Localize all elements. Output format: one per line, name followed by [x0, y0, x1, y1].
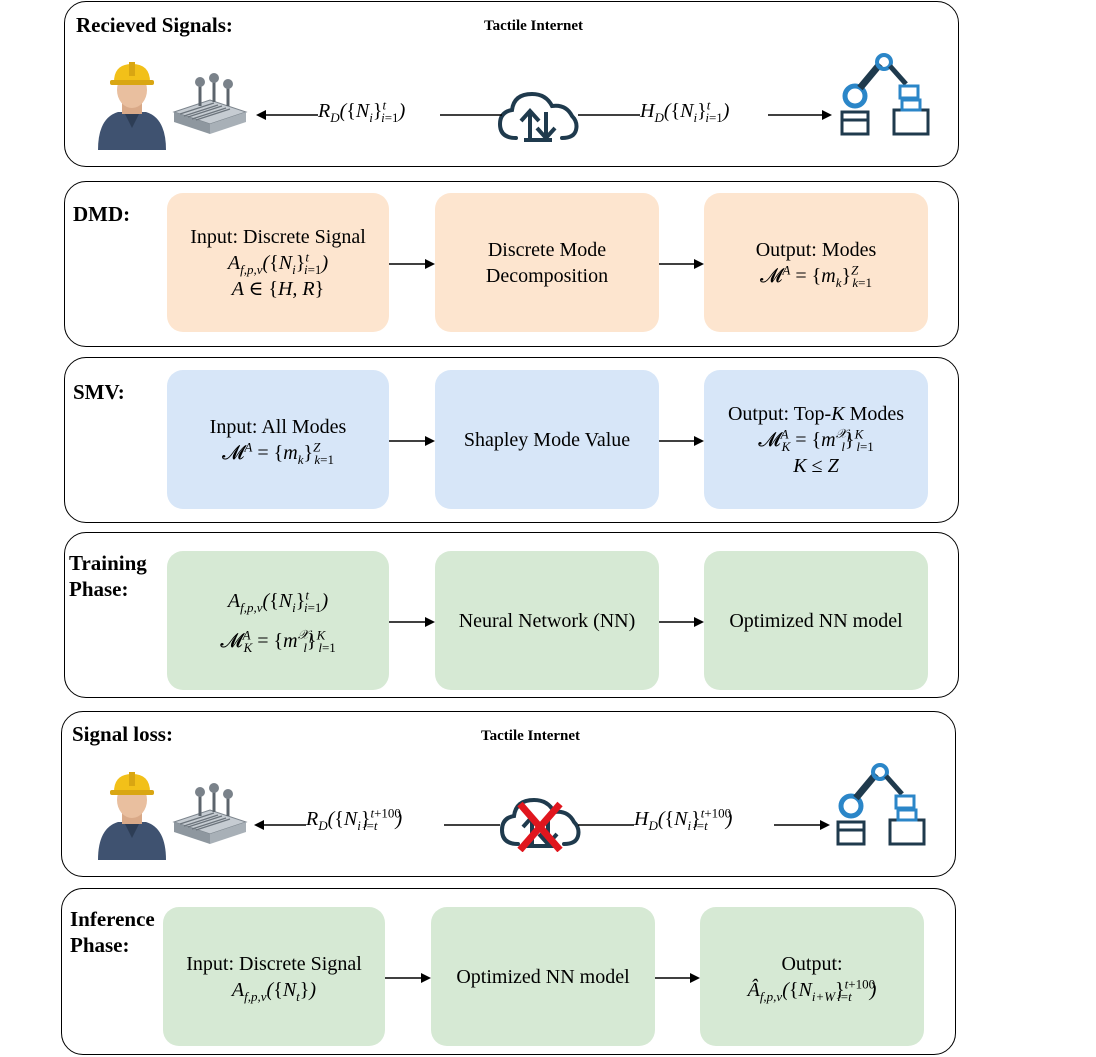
robot-arm-icon	[840, 53, 930, 136]
panel-title: Inference	[70, 907, 155, 931]
set-formula: A ∈ {H, R}	[231, 277, 325, 300]
box-label: Input: All Modes	[209, 415, 347, 438]
modes-formula: 𝓜A = {mk}Zk=1	[760, 261, 872, 290]
box-label: Output: Modes	[755, 238, 877, 261]
operator-icon	[98, 62, 166, 150]
connector-line	[578, 824, 634, 826]
box-label: Input: Discrete Signal	[186, 952, 362, 975]
rd-signal-label: RD({Ni}t+100i=t)	[306, 805, 403, 833]
panel-title: Training	[69, 551, 147, 575]
dmd-output-box: Output: Modes 𝓜A = {mk}Zk=1	[704, 193, 928, 332]
connector-line	[578, 114, 640, 116]
box-label: Decomposition	[485, 264, 609, 287]
cloud-sync-crossed-icon	[499, 797, 581, 852]
flow-arrow	[389, 617, 435, 627]
panel-title: Phase:	[70, 933, 130, 957]
flow-arrow	[659, 259, 704, 269]
rd-signal-label: RD({Ni}ti=1)	[318, 97, 406, 125]
box-label: Output: Top-K Modes	[727, 402, 905, 425]
smv-output-box: Output: Top-K Modes 𝓜AK = {m𝒳ll}Kl=1 K ≤…	[704, 370, 928, 509]
topk-formula: 𝓜AK = {m𝒳ll}Kl=1	[758, 425, 874, 454]
modes-formula: 𝓜A = {mk}Zk=1	[222, 438, 334, 467]
haptic-controller-icon	[172, 73, 248, 134]
hd-signal-label: HD({Ni}ti=1)	[640, 97, 730, 125]
flow-arrow	[659, 436, 704, 446]
panel-title: Recieved Signals:	[76, 13, 233, 37]
signal-arrow-right	[774, 820, 830, 830]
operator-icon	[98, 772, 166, 860]
flow-arrow	[389, 436, 435, 446]
dmd-input-box: Input: Discrete Signal Af,p,v({Ni}ti=1) …	[167, 193, 389, 332]
flow-arrow	[389, 259, 435, 269]
dmd-process-box: Discrete Mode Decomposition	[435, 193, 659, 332]
smv-input-box: Input: All Modes 𝓜A = {mk}Zk=1	[167, 370, 389, 509]
box-label: Optimized NN model	[729, 609, 903, 632]
cloud-sync-icon	[497, 91, 579, 142]
box-label: Neural Network (NN)	[458, 609, 636, 632]
constraint-formula: K ≤ Z	[793, 454, 839, 477]
robot-arm-icon	[836, 763, 926, 846]
smv-process-box: Shapley Mode Value	[435, 370, 659, 509]
flow-arrow	[655, 973, 700, 983]
signal-formula: Af,p,v({Nt})	[231, 978, 317, 1004]
signal-arrow-right	[768, 110, 832, 120]
topk-formula: 𝓜AK = {m𝒳ll}Kl=1	[220, 626, 336, 655]
panel-title: SMV:	[73, 380, 125, 404]
training-input-box: Af,p,v({Ni}ti=1) 𝓜AK = {m𝒳ll}Kl=1	[167, 551, 389, 690]
signal-arrow-left	[256, 110, 318, 120]
training-nn-box: Neural Network (NN)	[435, 551, 659, 690]
panel-title: DMD:	[73, 202, 131, 226]
box-label: Output:	[781, 952, 843, 975]
connector-line	[440, 114, 502, 116]
box-label: Optimized NN model	[456, 965, 630, 988]
inference-output-box: Output: Âf,p,v({Ni+W}t+100i=t)	[700, 907, 924, 1046]
haptic-controller-icon	[172, 783, 248, 844]
panel-title: Signal loss:	[72, 722, 173, 746]
network-label: Tactile Internet	[481, 728, 581, 744]
box-label: Discrete Mode	[487, 238, 607, 261]
signal-formula: Af,p,v({Ni}ti=1)	[227, 248, 329, 277]
training-output-box: Optimized NN model	[704, 551, 928, 690]
hd-signal-label: HD({Ni}t+100i=t)	[634, 805, 733, 833]
inference-nn-box: Optimized NN model	[431, 907, 655, 1046]
panel-title: Phase:	[69, 577, 129, 601]
signal-arrow-left	[254, 820, 306, 830]
inference-input-box: Input: Discrete Signal Af,p,v({Nt})	[163, 907, 385, 1046]
flow-arrow	[659, 617, 704, 627]
flow-arrow	[385, 973, 431, 983]
connector-line	[444, 824, 500, 826]
signal-formula: Af,p,v({Ni}ti=1)	[227, 586, 329, 615]
network-label: Tactile Internet	[484, 18, 584, 34]
box-label: Input: Discrete Signal	[190, 225, 366, 248]
signal-loss-panel: Signal loss: Tactile Internet	[61, 711, 956, 877]
box-label: Shapley Mode Value	[463, 428, 631, 451]
prediction-formula: Âf,p,v({Ni+W}t+100i=t)	[747, 975, 877, 1004]
